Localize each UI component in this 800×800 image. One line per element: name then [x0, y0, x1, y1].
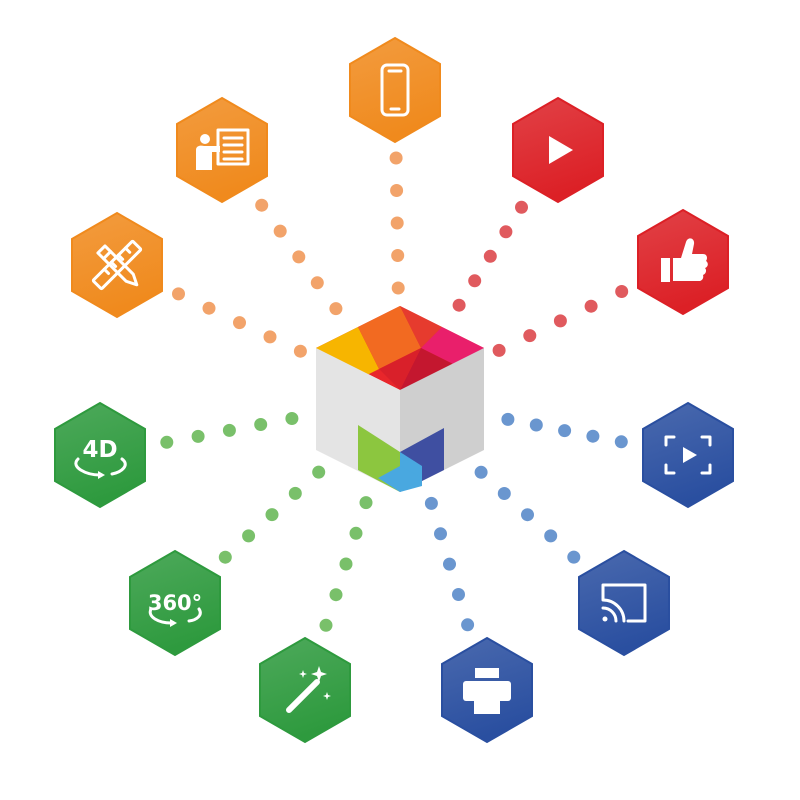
connector-dot	[586, 429, 600, 443]
rotate-360-label: 360°	[148, 591, 202, 615]
connector-dot	[544, 529, 558, 543]
connector-dot	[312, 465, 326, 479]
connector-dot	[492, 343, 506, 357]
node-4d: 4D	[54, 401, 146, 509]
node-hexagon	[578, 549, 670, 657]
connector-dot	[202, 301, 216, 315]
hub-cube-icon	[316, 306, 484, 492]
connector-dot	[391, 249, 405, 262]
presentation-icon	[196, 128, 250, 170]
node-hexagon	[54, 401, 146, 509]
connector-dot	[293, 344, 307, 358]
node-hexagon	[71, 211, 163, 319]
connector-dot	[567, 550, 581, 564]
node-cast	[578, 549, 670, 657]
connector-dot	[452, 298, 466, 312]
connector-dot	[218, 550, 232, 564]
connector-dot	[461, 618, 475, 632]
connector-dot	[233, 316, 246, 330]
connector-dot	[434, 527, 447, 541]
connector-dot	[254, 418, 268, 431]
video-frame-icon	[664, 435, 712, 475]
magic-wand-icon	[286, 666, 331, 713]
connector-dot	[497, 487, 511, 500]
connector-dot	[292, 250, 306, 264]
connector-dot	[265, 508, 279, 522]
connector-dot	[191, 429, 205, 443]
connector-dot	[424, 496, 438, 510]
cast-icon	[601, 583, 647, 623]
printer-icon	[463, 668, 511, 714]
connector-dot	[483, 249, 497, 263]
nodes-layer: 360° 4D	[54, 36, 734, 744]
connector-dot	[390, 184, 404, 197]
connector-dot	[529, 418, 543, 432]
node-video-frame	[642, 401, 734, 509]
connector-dot	[615, 285, 629, 298]
node-play	[512, 96, 604, 204]
connector-dot	[389, 151, 403, 165]
node-printer	[441, 636, 533, 744]
node-like	[637, 208, 729, 316]
connector-dot	[329, 302, 343, 316]
node-magic	[259, 636, 351, 744]
connector-dot	[285, 412, 299, 425]
rotate-360-icon: 360°	[148, 591, 202, 627]
node-hexagon	[349, 36, 441, 144]
connector-dot	[242, 529, 256, 543]
connector-dot	[499, 225, 513, 239]
connector-dot	[339, 557, 353, 571]
connector-dot	[391, 281, 405, 295]
connector-dot	[160, 435, 174, 449]
connector-dot	[255, 198, 269, 212]
pencil-ruler-icon	[91, 239, 143, 291]
connector-dot	[222, 423, 236, 437]
connector-dot	[474, 465, 488, 479]
connector-dot	[553, 314, 567, 328]
node-360: 360°	[129, 549, 221, 657]
connector-dot	[390, 216, 404, 230]
smartphone-icon	[380, 63, 410, 117]
rotate-4d-label: 4D	[82, 437, 117, 463]
connector-dot	[515, 200, 528, 214]
connector-dot	[263, 330, 277, 344]
node-smartphone	[349, 36, 441, 144]
connector-dot	[288, 486, 302, 500]
node-hexagon	[176, 96, 268, 204]
rotate-4d-icon: 4D	[74, 437, 127, 479]
connector-dot	[349, 526, 363, 540]
connector-dot	[172, 287, 185, 301]
connectors	[160, 151, 629, 632]
connector-dot	[468, 274, 482, 288]
play-icon	[549, 136, 573, 164]
node-hexagon	[129, 549, 221, 657]
connector-dot	[443, 557, 456, 571]
connector-dot	[501, 412, 515, 426]
connector-dot	[273, 224, 287, 238]
connector-dot	[310, 276, 324, 290]
thumbs-up-icon	[661, 238, 708, 282]
connector-dot	[452, 588, 465, 601]
connector-dot	[558, 424, 572, 438]
connector-dot	[523, 329, 537, 343]
connector-dot	[614, 435, 628, 449]
connector-dot	[359, 496, 373, 510]
connector-dot	[319, 618, 333, 632]
connector-dot	[584, 299, 598, 313]
node-presentation	[176, 96, 268, 204]
connector-dot	[329, 588, 343, 602]
node-design	[71, 211, 163, 319]
connector-dot	[521, 508, 534, 522]
